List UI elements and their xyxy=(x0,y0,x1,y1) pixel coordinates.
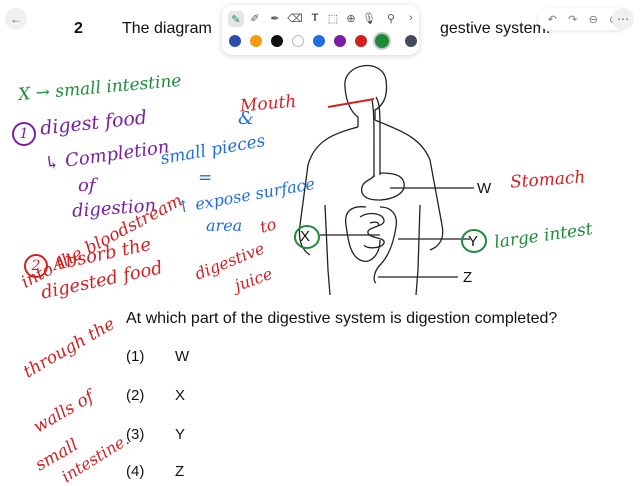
annotation-toolbar: ✎ ✐ ✒ ⌫ T ⬚ ⊕ 🎙 ⚲ › xyxy=(222,5,419,55)
option-4-number: (4) xyxy=(126,463,145,480)
note-completion: ↳ Completion xyxy=(43,136,171,175)
question-prompt: At which part of the digestive system is… xyxy=(126,310,558,327)
color-swatch-navy[interactable] xyxy=(229,35,241,47)
option-4-value: Z xyxy=(175,463,185,480)
head-outline xyxy=(344,64,388,120)
note-small-pieces: small pieces xyxy=(159,130,267,170)
note-juice: juice xyxy=(231,263,275,296)
option-3-value: Y xyxy=(175,426,186,443)
note-to: to xyxy=(257,214,279,237)
undo-icon[interactable]: ↶ xyxy=(547,13,557,26)
question-number: 2 xyxy=(74,20,83,37)
note-through: through the xyxy=(20,313,119,383)
color-swatch-red[interactable] xyxy=(355,35,367,47)
pencil-icon[interactable]: ✐ xyxy=(250,12,260,25)
question-text-end: gestive system. xyxy=(440,20,551,37)
link-icon[interactable]: ⚲ xyxy=(386,12,396,25)
chevron-left-icon: ← xyxy=(10,12,22,26)
note-area: area xyxy=(206,216,243,235)
y-circle-mark xyxy=(461,229,487,253)
note-digest-food: digest food xyxy=(39,106,149,140)
label-w: W xyxy=(477,180,492,197)
note-of: of xyxy=(78,175,96,196)
option-3-number: (3) xyxy=(126,426,145,443)
note-point-2: 2 xyxy=(24,254,48,278)
highlighter-icon[interactable]: ✒ xyxy=(270,12,280,25)
note-and: & xyxy=(238,108,255,129)
x-circle-mark xyxy=(294,225,320,249)
minimize-icon[interactable]: ⊖ xyxy=(588,13,598,26)
select-icon[interactable]: ⬚ xyxy=(327,12,339,25)
color-swatch-white[interactable] xyxy=(292,35,304,47)
color-swatch-black[interactable] xyxy=(271,35,283,47)
note-stomach: Stomach xyxy=(509,167,587,193)
more-button[interactable]: ⋯ xyxy=(612,8,634,30)
option-2-number: (2) xyxy=(126,387,145,404)
mic-icon[interactable]: 🎙 xyxy=(362,12,376,25)
option-1-number: (1) xyxy=(126,348,145,365)
add-icon[interactable]: ⊕ xyxy=(346,12,356,25)
redo-icon[interactable]: ↷ xyxy=(568,13,578,26)
color-swatch-purple[interactable] xyxy=(334,35,346,47)
chevron-right-icon[interactable]: › xyxy=(409,12,413,24)
note-point-1: 1 xyxy=(12,122,36,146)
label-x: X xyxy=(300,228,311,245)
back-button[interactable]: ← xyxy=(5,8,27,30)
option-1-value: W xyxy=(175,348,190,365)
color-swatch-green-selected[interactable] xyxy=(373,32,391,50)
pen-icon[interactable]: ✎ xyxy=(228,11,244,27)
color-swatch-orange[interactable] xyxy=(250,35,262,47)
color-swatch-blue[interactable] xyxy=(313,35,325,47)
label-z: Z xyxy=(463,269,473,286)
question-text-start: The diagram xyxy=(122,20,212,37)
text-icon[interactable]: T xyxy=(311,12,319,24)
note-equals: = xyxy=(198,168,213,188)
label-y: Y xyxy=(468,233,479,250)
option-2-value: X xyxy=(175,387,186,404)
mouth-pointer xyxy=(327,98,375,108)
eraser-icon[interactable]: ⌫ xyxy=(287,12,303,25)
more-icon: ⋯ xyxy=(617,12,629,26)
note-x-small-intestine: X → small intestine xyxy=(17,70,183,106)
digestive-system-diagram xyxy=(298,64,474,296)
color-swatch-gray[interactable] xyxy=(405,35,417,47)
note-walls-of: walls of xyxy=(30,386,98,438)
